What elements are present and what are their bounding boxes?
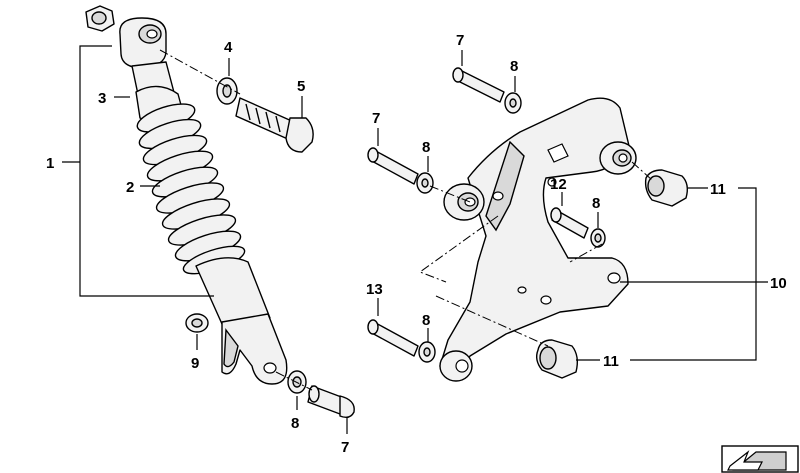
callout-13: 13 bbox=[366, 281, 383, 298]
washer-part-8-right bbox=[590, 228, 606, 248]
axis-line-top bbox=[159, 49, 241, 95]
callout-2: 2 bbox=[126, 179, 134, 196]
bolt-part-7-middle bbox=[367, 147, 419, 185]
callout-11-upper: 11 bbox=[710, 181, 726, 198]
bolt-part-5 bbox=[235, 97, 314, 153]
callout-5: 5 bbox=[297, 78, 305, 95]
callout-1: 1 bbox=[46, 155, 54, 172]
callout-8-lower: 8 bbox=[291, 415, 299, 432]
washer-part-9 bbox=[185, 313, 209, 333]
axis-line-right-upper bbox=[429, 185, 471, 203]
bolt-part-13 bbox=[367, 319, 419, 357]
bolt-part-7-lower bbox=[307, 385, 355, 419]
callout-7-upper: 7 bbox=[456, 32, 464, 49]
swing-arm-eye-right bbox=[599, 141, 637, 175]
washer-part-8-upper-right bbox=[504, 92, 522, 114]
callout-7-lower: 7 bbox=[341, 439, 349, 456]
top-eye bbox=[119, 17, 167, 69]
bolt-part-7-upper-right bbox=[452, 67, 505, 103]
callout-3: 3 bbox=[98, 90, 106, 107]
axis-line-bottom bbox=[275, 371, 313, 391]
washer-part-8-middle bbox=[416, 172, 434, 194]
callout-8-upper: 8 bbox=[510, 58, 518, 75]
arrow-symbol-icon bbox=[721, 445, 799, 473]
callout-12: 12 bbox=[550, 176, 567, 193]
swing-arm-eye-left bbox=[443, 183, 485, 221]
leader-1 bbox=[79, 45, 214, 297]
callout-8-middle: 8 bbox=[422, 139, 430, 156]
shock-absorber-assembly bbox=[85, 5, 288, 385]
washer-part-8-lower-middle bbox=[418, 341, 436, 363]
callout-8-lower-middle: 8 bbox=[422, 312, 430, 329]
callout-8-right: 8 bbox=[592, 195, 600, 212]
callout-7-middle: 7 bbox=[372, 110, 380, 127]
axis-line-right-dogleg bbox=[418, 215, 499, 283]
top-nut bbox=[85, 5, 115, 32]
bushing-part-11-upper bbox=[644, 169, 689, 207]
axis-line-bolt12 bbox=[569, 243, 603, 263]
swing-arm-eye-lower bbox=[439, 350, 473, 382]
lower-clevis bbox=[221, 313, 288, 385]
axis-line-right-lower bbox=[435, 295, 549, 347]
swing-arm-rib bbox=[485, 140, 525, 232]
swing-arm-assembly bbox=[439, 97, 637, 382]
leader-11-bracket bbox=[630, 187, 757, 361]
coil-spring bbox=[136, 103, 246, 275]
callout-9: 9 bbox=[191, 355, 199, 372]
bushing-part-11-lower bbox=[535, 339, 579, 379]
washer-part-4 bbox=[216, 77, 238, 105]
callout-4: 4 bbox=[224, 39, 233, 56]
bolt-part-12 bbox=[550, 207, 589, 239]
callout-10: 10 bbox=[770, 275, 787, 292]
axis-line-bushing bbox=[631, 161, 653, 181]
callout-11-lower: 11 bbox=[603, 353, 619, 370]
